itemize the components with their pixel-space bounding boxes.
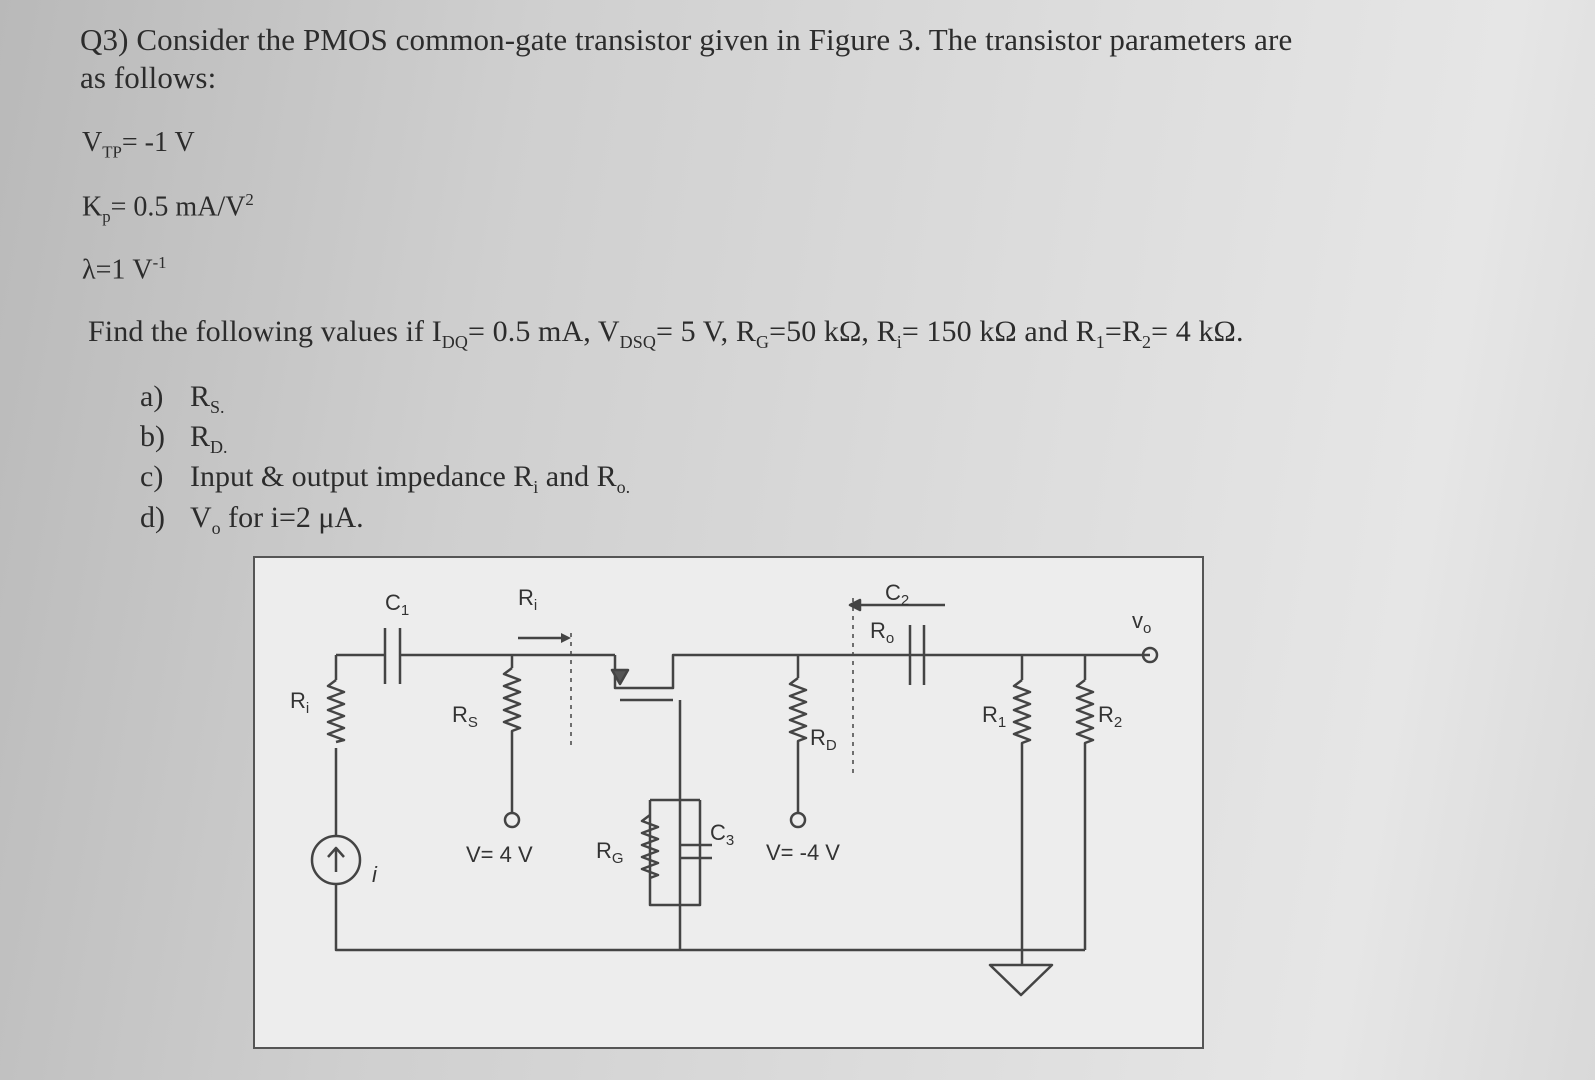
resistor-r1 — [1012, 655, 1032, 965]
label-rg: RG — [596, 838, 624, 867]
label-ri-arrow: Ri — [518, 585, 537, 614]
label-c1: C1 — [385, 590, 409, 619]
label-vneg: V= -4 V — [766, 840, 840, 865]
terminal-vo — [1141, 646, 1159, 664]
label-rd: RD — [810, 725, 837, 754]
label-ri-source: Ri — [290, 688, 309, 717]
item-c: c)Input & output impedance Ri and Ro. — [140, 460, 631, 497]
label-ro: Ro — [870, 618, 894, 647]
label-c3: C3 — [710, 820, 734, 849]
label-c2: C2 — [885, 580, 909, 609]
label-r1: R1 — [982, 702, 1006, 731]
capacitor-c2 — [908, 625, 926, 685]
question-line-1: Q3) Consider the PMOS common-gate transi… — [80, 22, 1293, 57]
find-statement: Find the following values if IDQ= 0.5 mA… — [88, 315, 1244, 352]
terminal-vneg — [789, 811, 807, 829]
resistor-r2 — [1075, 655, 1095, 950]
resistor-rd — [788, 655, 808, 812]
param-vtp: VTP= -1 V — [82, 127, 195, 162]
label-i: i — [372, 862, 378, 887]
wire-bottom-return — [334, 655, 1085, 952]
question-line-2: as follows: — [80, 60, 217, 95]
resistor-ri-source — [326, 679, 346, 744]
param-kp: Kp= 0.5 mA/V2 — [82, 190, 254, 226]
param-lambda: λ=1 V-1 — [82, 253, 167, 286]
item-b: b)RD. — [140, 420, 228, 457]
capacitor-c3 — [680, 843, 712, 860]
label-rs: RS — [452, 702, 478, 731]
transistor-arrow — [610, 668, 630, 686]
item-a: a)RS. — [140, 380, 225, 417]
current-source — [310, 834, 362, 886]
capacitor-c1-wires — [336, 628, 615, 684]
item-d: d)Vo for i=2 μA. — [140, 501, 364, 538]
ro-arrowhead — [848, 598, 862, 612]
resistor-rs — [502, 655, 522, 812]
label-vo: vo — [1132, 608, 1151, 637]
figure-frame — [253, 556, 1204, 1049]
circuit-diagram: C1 Ri Ri RS RD RG C3 C2 Ro R1 R2 vo V= 4… — [253, 556, 1204, 1049]
ri-arrowhead — [561, 633, 571, 643]
label-r2: R2 — [1098, 702, 1122, 731]
circuit-figure: C1 Ri Ri RS RD RG C3 C2 Ro R1 R2 vo V= 4… — [252, 555, 1205, 1050]
resistor-rg — [640, 814, 660, 880]
current-source-arrow — [327, 846, 345, 872]
ground-symbol — [988, 963, 1054, 997]
terminal-vpos — [503, 811, 521, 829]
rg-c3-loop — [648, 798, 702, 907]
label-vpos: V= 4 V — [466, 842, 533, 867]
